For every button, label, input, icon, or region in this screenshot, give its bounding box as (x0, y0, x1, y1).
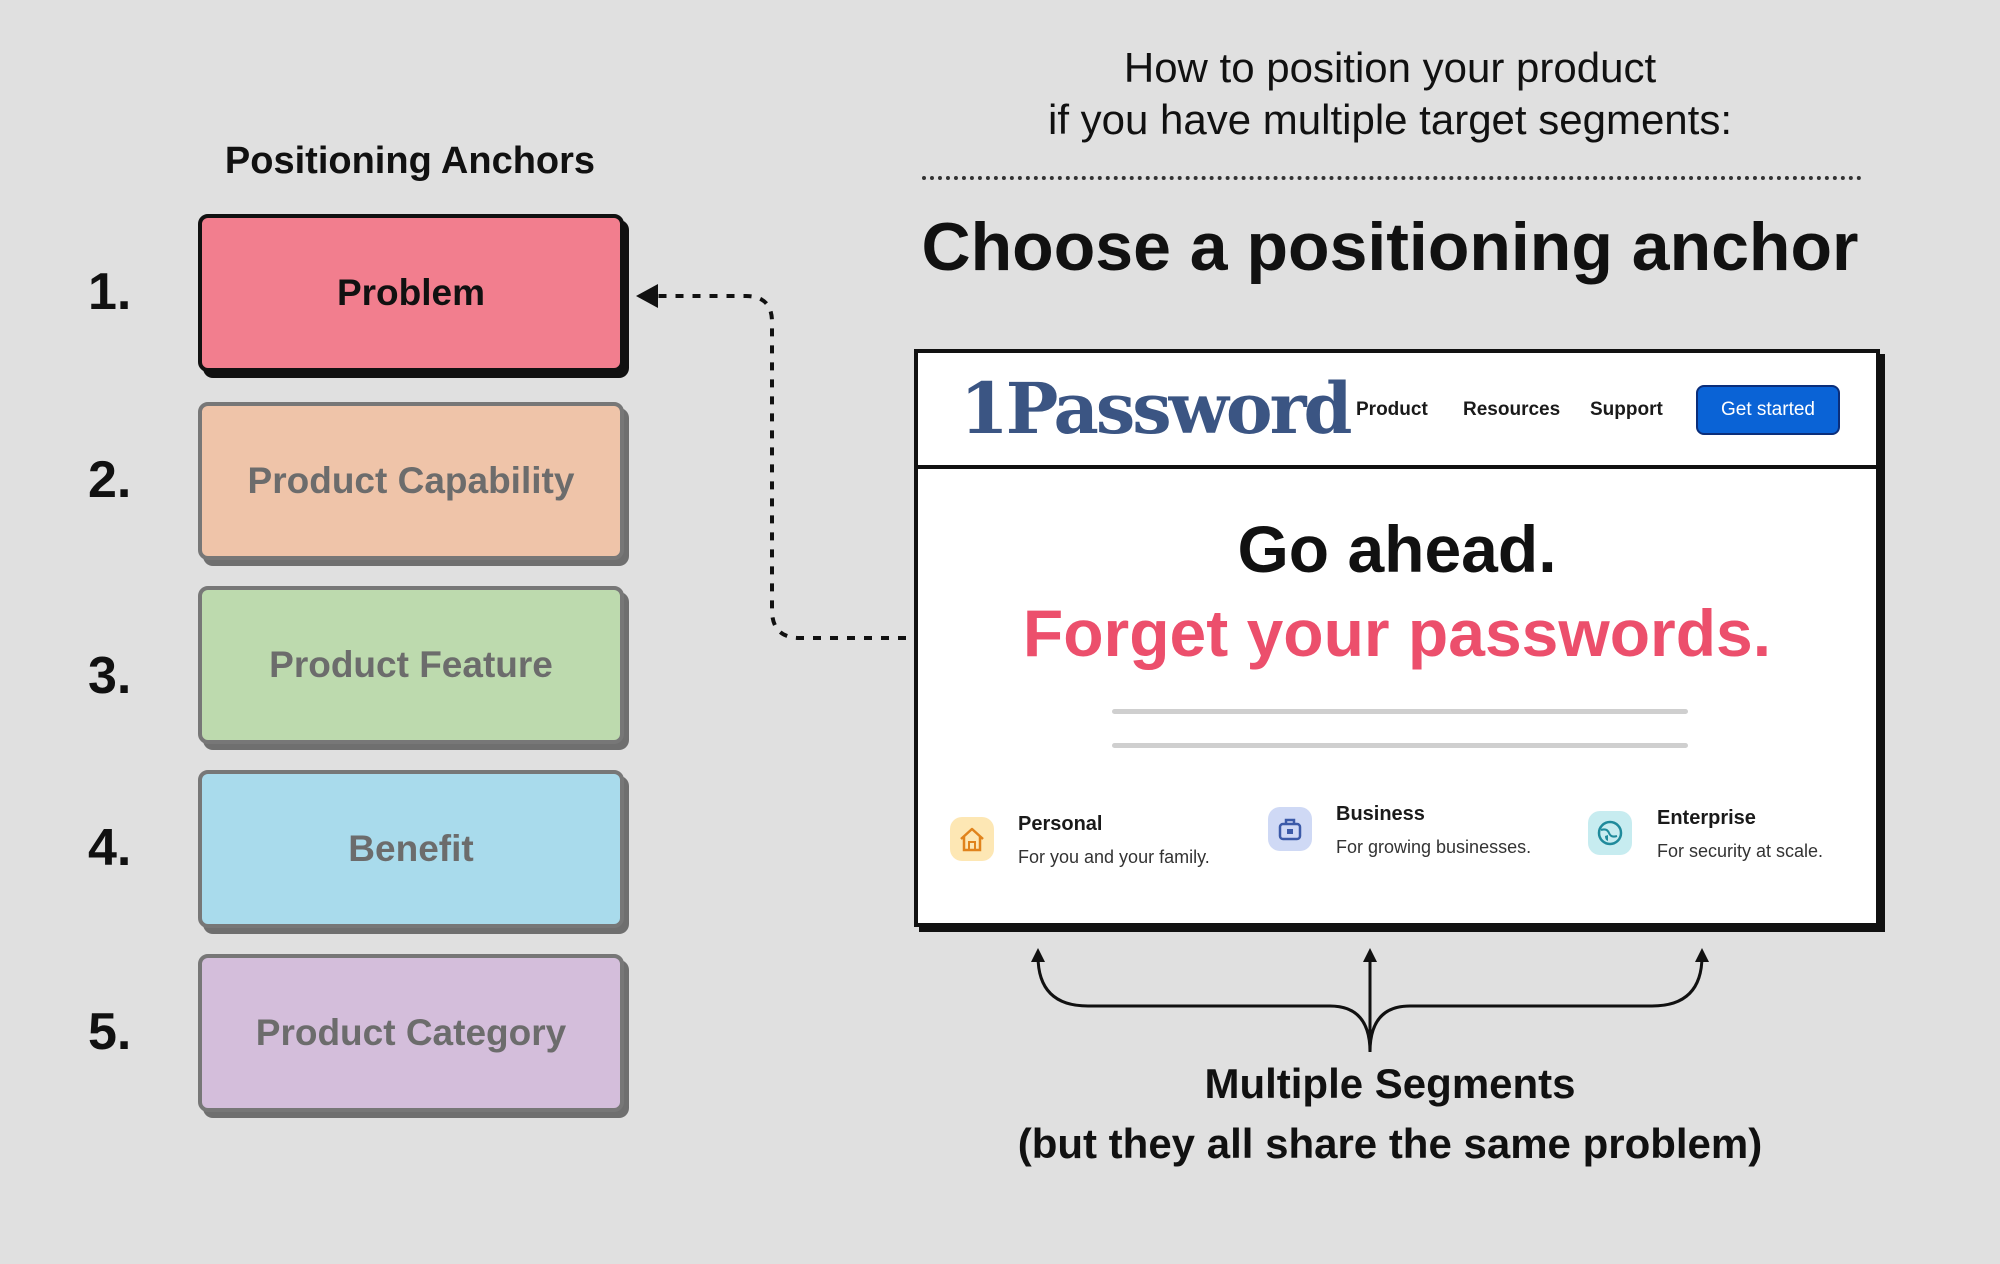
choose-anchor-heading: Choose a positioning anchor (921, 209, 1859, 285)
anchor-label: Product Capability (247, 460, 575, 501)
briefcase-icon (1268, 807, 1312, 851)
brace-right-arrowhead (1695, 948, 1709, 962)
placeholder-text-line (1112, 743, 1688, 748)
nav-link-resources[interactable]: Resources (1463, 399, 1561, 420)
site-logo: 1Password (960, 367, 1352, 450)
anchor-box-product-feature: Product Feature (198, 586, 624, 744)
anchors-title: Positioning Anchors (224, 140, 596, 182)
brace-left-arrowhead (1031, 948, 1045, 962)
anchor-number-4: 4. (88, 819, 132, 877)
how-to-line-1: How to position your product (1123, 44, 1657, 91)
anchor-number-1: 1. (88, 263, 132, 321)
anchor-number-3: 3. (88, 647, 132, 705)
multiple-segments-label: Multiple Segments (1204, 1060, 1576, 1107)
brace-center-arrowhead (1363, 948, 1377, 962)
anchor-number-2: 2. (88, 451, 132, 509)
segment-title-business: Business (1336, 803, 1425, 825)
anchor-label: Benefit (348, 828, 474, 869)
anchor-number-5: 5. (88, 1003, 132, 1061)
placeholder-text-line (1112, 709, 1688, 714)
segment-sub-personal: For you and your family. (1018, 847, 1210, 867)
segment-title-enterprise: Enterprise (1657, 807, 1756, 829)
anchor-label: Product Category (255, 1012, 567, 1053)
get-started-button[interactable]: Get started (1696, 385, 1840, 435)
connector-arrowhead (636, 284, 658, 308)
anchor-label: Product Feature (269, 644, 553, 685)
dotted-connector-line (652, 294, 1008, 640)
how-to-line-2: if you have multiple target segments: (1047, 96, 1733, 143)
house-icon (950, 817, 994, 861)
anchor-box-problem: Problem (198, 214, 624, 372)
anchor-box-product-capability: Product Capability (198, 402, 624, 560)
nav-link-support[interactable]: Support (1590, 399, 1663, 420)
anchor-label: Problem (336, 272, 486, 313)
dotted-separator (922, 176, 1862, 180)
headline-go-ahead: Go ahead. (1237, 512, 1557, 586)
site-navbar: 1Password Product Resources Support Get … (918, 353, 1876, 469)
anchor-box-product-category: Product Category (198, 954, 624, 1112)
shared-problem-label: (but they all share the same problem) (1017, 1120, 1763, 1167)
segment-title-personal: Personal (1018, 813, 1103, 835)
segment-sub-business: For growing businesses. (1336, 837, 1532, 857)
globe-shield-icon (1588, 811, 1632, 855)
website-mockup: 1Password Product Resources Support Get … (914, 349, 1880, 927)
headline-forget-passwords: Forget your passwords. (1022, 596, 1772, 670)
nav-link-product[interactable]: Product (1356, 399, 1428, 420)
segment-sub-enterprise: For security at scale. (1657, 841, 1824, 861)
anchor-box-benefit: Benefit (198, 770, 624, 928)
